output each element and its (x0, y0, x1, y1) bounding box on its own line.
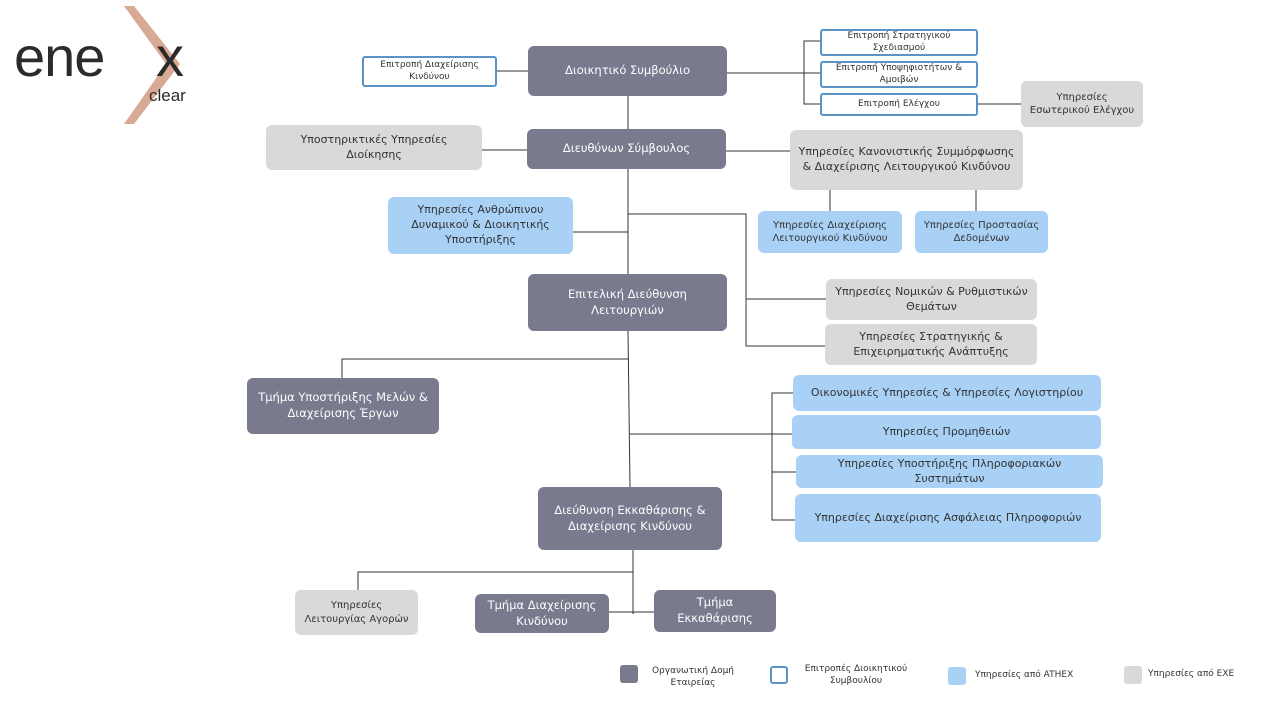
legend-exe-swatch (1124, 666, 1142, 684)
finance-services: Οικονομικές Υπηρεσίες & Υπηρεσίες Λογιστ… (793, 375, 1101, 411)
admin-support-services: Υποστηρικτικές Υπηρεσίες Διοίκησης (266, 125, 482, 170)
risk-committee: Επιτροπή Διαχείρισης Κινδύνου (362, 56, 497, 87)
logo-chevron-icon (124, 6, 180, 124)
legend-committees-swatch (770, 666, 788, 684)
nominations-remuneration-committee: Επιτροπή Υποψηφιοτήτων & Αμοιβών (820, 61, 978, 88)
legend-org-swatch (620, 665, 638, 683)
board-of-directors: Διοικητικό Συμβούλιο (528, 46, 727, 96)
clearing-department: Τμήμα Εκκαθάρισης (654, 590, 776, 632)
procurement-services: Υπηρεσίες Προμηθειών (792, 415, 1101, 449)
hr-services: Υπηρεσίες Ανθρώπινου Δυναμικού & Διοικητ… (388, 197, 573, 254)
logo-main-text: ene (14, 25, 105, 88)
enex-clear-logo: ene x clear (10, 4, 195, 129)
legend-athex-swatch (948, 667, 966, 685)
member-support-department: Τμήμα Υποστήριξης Μελών & Διαχείρισης Έρ… (247, 378, 439, 434)
information-security-services: Υπηρεσίες Διαχείρισης Ασφάλειας Πληροφορ… (795, 494, 1101, 542)
legend-committees-label: Επιτροπές Διοικητικού Συμβουλίου (804, 664, 908, 686)
clearing-risk-division: Διεύθυνση Εκκαθάρισης & Διαχείρισης Κινδ… (538, 487, 722, 550)
strategy-services: Υπηρεσίες Στρατηγικής & Επιχειρηματικής … (825, 324, 1037, 365)
logo-sub-text: clear (149, 86, 186, 105)
legend-athex-label: Υπηρεσίες από ATHEX (975, 670, 1074, 680)
ceo: Διευθύνων Σύμβουλος (527, 129, 726, 169)
it-support-services: Υπηρεσίες Υποστήριξης Πληροφοριακών Συστ… (796, 455, 1103, 488)
risk-management-department: Τμήμα Διαχείρισης Κινδύνου (475, 594, 609, 633)
legend-org-label: Οργανωτική Δομή Εταιρείας (651, 666, 735, 688)
operational-risk-services: Υπηρεσίες Διαχείρισης Λειτουργικού Κινδύ… (758, 211, 902, 253)
strategic-planning-committee: Επιτροπή Στρατηγικού Σχεδιασμού (820, 29, 978, 56)
compliance-services: Υπηρεσίες Κανονιστικής Συμμόρφωσης & Δια… (790, 130, 1023, 190)
executive-operations-division: Επιτελική Διεύθυνση Λειτουργιών (528, 274, 727, 331)
data-protection-services: Υπηρεσίες Προστασίας Δεδομένων (915, 211, 1048, 253)
internal-audit-services: Υπηρεσίες Εσωτερικού Ελέγχου (1021, 81, 1143, 127)
market-operations-services: Υπηρεσίες Λειτουργίας Αγορών (295, 590, 418, 635)
audit-committee: Επιτροπή Ελέγχου (820, 93, 978, 116)
legend-exe-label: Υπηρεσίες από ΕΧΕ (1148, 669, 1235, 679)
legal-services: Υπηρεσίες Νομικών & Ρυθμιστικών Θεμάτων (826, 279, 1037, 320)
logo-x-text: x (156, 25, 184, 88)
